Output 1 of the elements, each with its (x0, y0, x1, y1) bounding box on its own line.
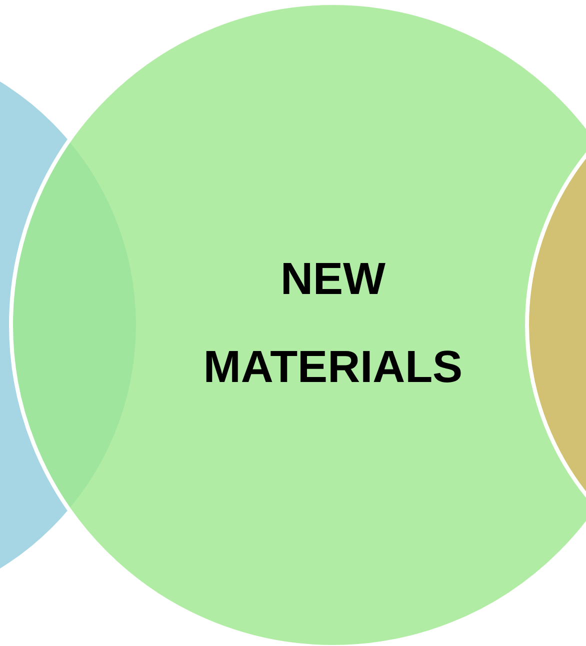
circle-label: NEW MATERIALS (202, 252, 464, 394)
